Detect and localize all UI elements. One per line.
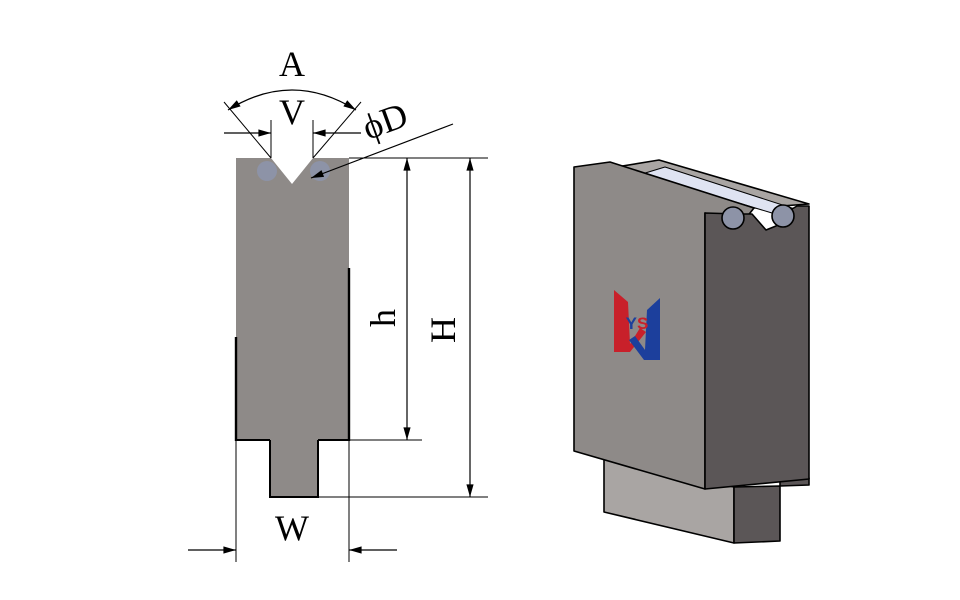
- section-view: A V ϕD h H W: [188, 44, 488, 562]
- diameter-leader: [310, 123, 454, 179]
- width-label: W: [275, 508, 309, 548]
- isometric-view: YS: [573, 159, 810, 544]
- logo-text: YS: [626, 314, 649, 333]
- rod-3d-right: [771, 204, 795, 228]
- angle-leg-right: [312, 101, 362, 159]
- ys-logo: YS: [614, 290, 660, 360]
- logo-blue-part: [629, 298, 660, 360]
- tang-side: [733, 485, 781, 544]
- rod-right: [310, 161, 330, 181]
- tang-outline: [269, 440, 319, 498]
- angle-label: A: [279, 44, 305, 84]
- total-height-label: H: [423, 317, 463, 343]
- rod-3d-left: [721, 206, 745, 230]
- angle-leg-left: [223, 101, 272, 159]
- diameter-label: ϕD: [357, 95, 413, 148]
- angle-arc: [227, 89, 357, 111]
- logo-red-part: [614, 290, 646, 352]
- body-side: [704, 205, 810, 490]
- v-opening-label: V: [279, 92, 305, 132]
- inner-height-label: h: [363, 309, 403, 327]
- die-section-body: [236, 158, 349, 497]
- rod-left: [257, 161, 277, 181]
